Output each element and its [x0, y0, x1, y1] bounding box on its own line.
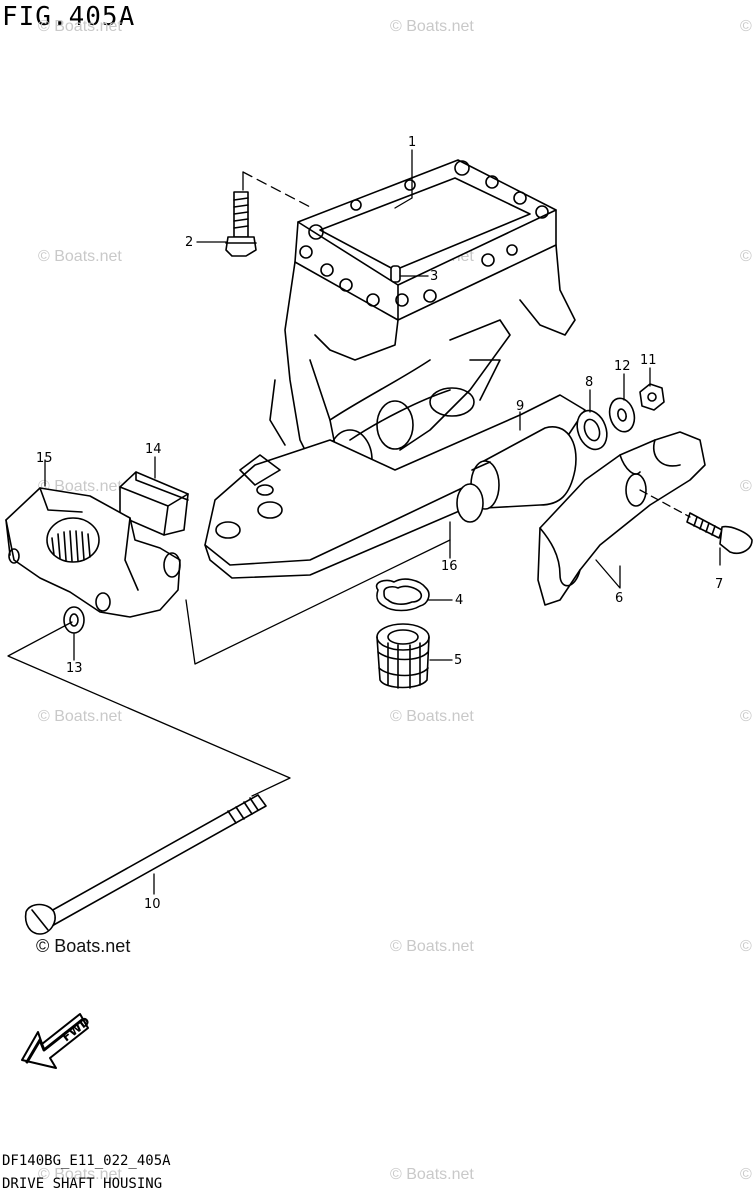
callout-15: 15: [36, 451, 53, 466]
callout-8: 8: [585, 375, 593, 390]
pad-part-14: [119, 471, 189, 536]
callout-2: 2: [185, 235, 193, 250]
watermark: © Boats.net: [38, 1166, 122, 1183]
callout-5: 5: [454, 653, 462, 668]
watermark: © Boats.net: [38, 708, 122, 725]
callout-1: 1: [408, 135, 416, 150]
watermark: © Boats.net: [38, 18, 122, 35]
forward-direction-arrow: FWD: [21, 1013, 93, 1069]
drive-shaft-housing-part: [204, 159, 586, 579]
watermark: © Boats.net: [390, 1166, 474, 1183]
callout-numbers: 1 2 3 4 5 6 7 8 9 10 11 12 13 14 15 16: [36, 135, 723, 912]
callout-12: 12: [614, 359, 631, 374]
bracket-part-15: [5, 487, 181, 618]
mount-rubber-part-9: [456, 426, 577, 523]
watermark-fragment: ©: [740, 1166, 752, 1183]
leader-lines: [7, 149, 721, 895]
watermark: © Boats.net: [390, 708, 474, 725]
bushing-part-5: [376, 623, 430, 689]
washer-part-8: [576, 409, 608, 451]
callout-16: 16: [441, 559, 458, 574]
dowel-pin-part-3: [390, 265, 401, 283]
brand-watermark: © Boats.net: [36, 936, 131, 956]
long-bolt-part-10: [24, 794, 267, 935]
figure-title: FIG.405A: [2, 2, 136, 32]
callout-10: 10: [144, 897, 161, 912]
bolt-part-7: [686, 512, 753, 555]
callout-4: 4: [455, 593, 463, 608]
watermark: © Boats.net: [390, 18, 474, 35]
callout-13: 13: [66, 661, 83, 676]
watermark: © Boats.net: [38, 248, 122, 265]
callout-9: 9: [516, 399, 524, 414]
figure-caption: DRIVE SHAFT HOUSING: [2, 1176, 163, 1192]
watermark-fragment: ©: [740, 248, 752, 265]
washer-part-13: [63, 606, 85, 634]
watermark-fragment: ©: [740, 478, 752, 495]
watermark-fragment: ©: [740, 708, 752, 725]
callout-6: 6: [615, 591, 623, 606]
callout-14: 14: [145, 442, 162, 457]
callout-7: 7: [715, 577, 723, 592]
figure-code: DF140BG_E11_022_405A: [2, 1153, 171, 1169]
washer-part-12: [608, 397, 636, 433]
watermark-fragment: ©: [740, 18, 752, 35]
cover-part-6: [537, 431, 706, 606]
callout-11: 11: [640, 353, 657, 368]
gasket-part-4: [375, 578, 430, 612]
callout-3: 3: [430, 269, 438, 284]
nut-part-11: [639, 383, 665, 411]
watermark-fragment: ©: [740, 938, 752, 955]
watermark: © Boats.net: [390, 938, 474, 955]
bolt-part-2: [225, 191, 257, 257]
